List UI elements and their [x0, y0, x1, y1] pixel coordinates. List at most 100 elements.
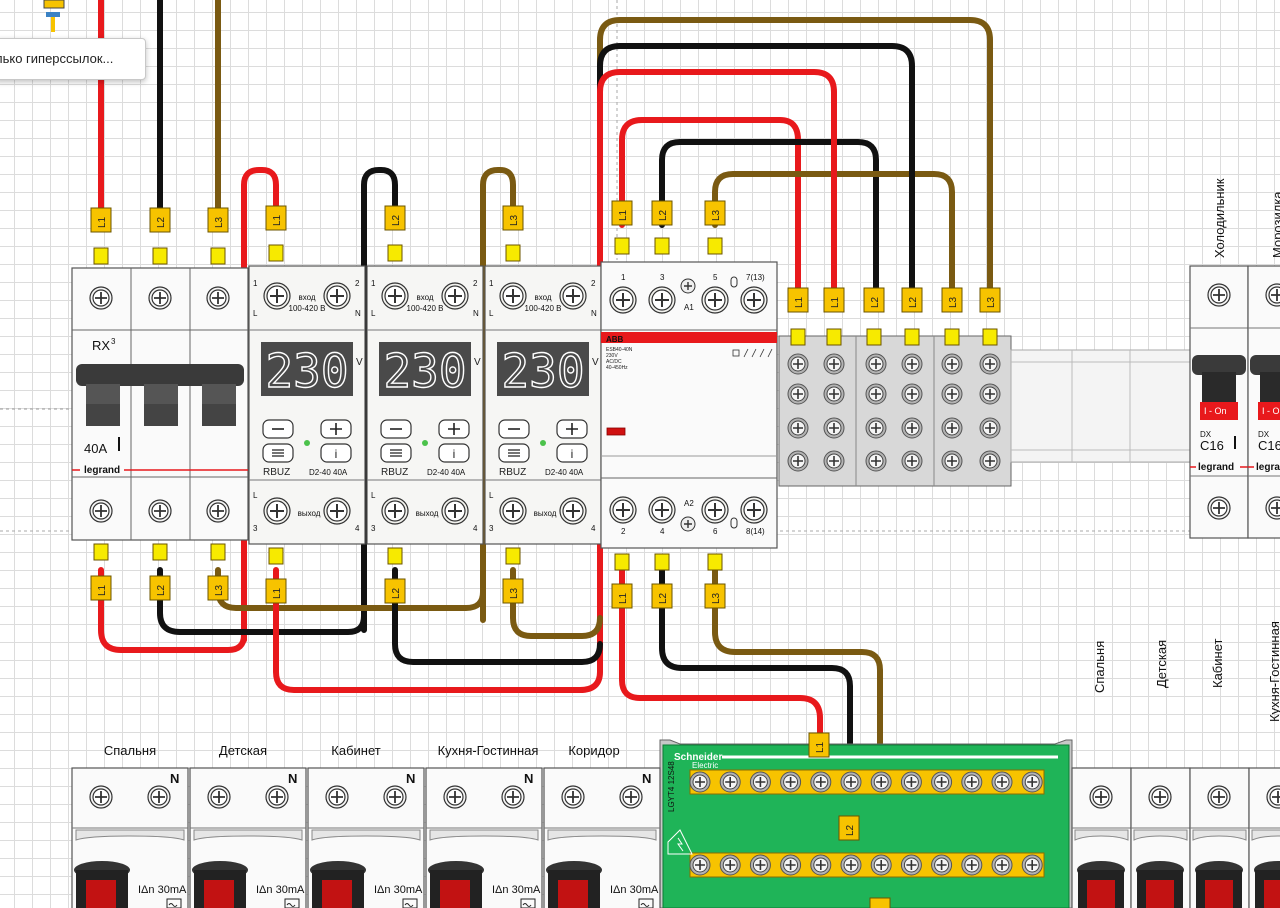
block-screw — [823, 450, 845, 472]
block-screw — [979, 417, 1001, 439]
block-screw — [941, 450, 963, 472]
distribution-block[interactable] — [778, 335, 1012, 487]
phase-tag-text: L3 — [986, 296, 997, 308]
tooltip-text: лько гиперссылок... — [0, 51, 114, 66]
wire-ferrule — [152, 543, 168, 561]
phase-tag-l2: L2 — [651, 200, 673, 226]
terminal-screw — [559, 282, 587, 310]
relay-t1: 1 — [489, 279, 494, 288]
block-screw — [941, 353, 963, 375]
breaker-maker: legrand — [84, 465, 120, 476]
contactor-bottom-term: 2 — [621, 527, 626, 536]
bus-screw — [689, 771, 711, 793]
relay-t3: 3 — [253, 524, 258, 533]
relay-term-l: L — [371, 491, 376, 500]
phase-tag-l2: L2 — [651, 583, 673, 609]
neutral-label: N — [524, 771, 533, 786]
relay-term-l: L — [489, 491, 494, 500]
info-icon: i — [453, 447, 456, 461]
bus-screw — [749, 771, 772, 793]
phase-tag-text: L3 — [711, 209, 722, 221]
wire-ferrule — [210, 543, 226, 561]
breaker-rx3[interactable]: RX 3 40A legrand — [71, 267, 249, 541]
wire-ferrule — [826, 328, 842, 346]
on-indicator — [1200, 402, 1238, 420]
bus-screw — [960, 771, 983, 793]
wire-ferrule — [790, 328, 806, 346]
relay-input-range: 100-420 В — [289, 304, 326, 313]
block-screw — [979, 383, 1001, 405]
phase-tag-l2: L2 — [149, 207, 171, 233]
wire-ferrule — [152, 247, 168, 265]
wire-ferrule — [866, 328, 882, 346]
terminal-screw — [441, 282, 469, 310]
bus-screw — [840, 854, 862, 876]
breaker-brand-sup: 3 — [111, 337, 116, 346]
block-screw — [901, 353, 923, 375]
bus-screw — [840, 771, 862, 793]
block-screw — [787, 450, 809, 472]
wire-ferrule — [654, 553, 670, 571]
relay-output-label: выход — [416, 509, 439, 518]
relay-term-n: N — [591, 309, 597, 318]
rcd-device-right[interactable] — [1130, 767, 1191, 908]
right-rcds[interactable] — [1071, 767, 1280, 908]
contactor-bottom-term: 6 — [713, 527, 718, 536]
rcd-device-right[interactable] — [1248, 767, 1280, 908]
info-icon: i — [335, 447, 338, 461]
neutral-label: N — [406, 771, 415, 786]
neutral-label: N — [642, 771, 651, 786]
rcd-rating: IΔn 30mA — [256, 884, 305, 896]
phase-tag-l3: L3 — [502, 578, 524, 604]
phase-tag-l3: L3 — [979, 287, 1001, 313]
block-screw — [823, 417, 845, 439]
phase-tag-l2: L2 — [384, 205, 406, 231]
phase-tag-l1: L1 — [265, 578, 287, 604]
bus-screw — [809, 854, 832, 876]
phase-tag-text: L1 — [618, 209, 629, 221]
busbar-code: LGYT4 12S48 — [667, 761, 676, 812]
bus-screw — [991, 854, 1013, 876]
rcd-device-right[interactable] — [1189, 767, 1250, 908]
relay-spec: D2-40 40A — [427, 468, 466, 477]
relay-model: RBUZ — [381, 467, 408, 478]
rcd-device-right[interactable] — [1071, 767, 1132, 908]
relay-info-button[interactable] — [320, 443, 352, 463]
busbar[interactable]: Schneider Electric LGYT4 12S48 — [659, 739, 1073, 908]
wire-ferrule — [904, 328, 920, 346]
phase-tag-text: L1 — [272, 587, 283, 599]
label-holodilnik: Холодильник — [1212, 178, 1227, 258]
relay-spec: D2-40 40A — [545, 468, 584, 477]
relay-t2: 2 — [591, 279, 596, 288]
bus-screw — [1021, 771, 1043, 793]
phase-tag-text: L3 — [711, 592, 722, 604]
wire-l1-ctr-in — [619, 117, 801, 303]
relay-display — [379, 342, 471, 396]
breaker-type: DX — [1258, 430, 1270, 439]
phase-tag-text: L1 — [97, 216, 108, 228]
bus-screw — [930, 771, 953, 793]
phase-tag-text: L2 — [391, 214, 402, 226]
relay-info-button[interactable] — [438, 443, 470, 463]
terminal-screw — [323, 497, 351, 525]
wire-ferrule — [614, 237, 630, 255]
wire-l3-to-bus — [712, 567, 883, 908]
wire-l2-breaker-out — [157, 567, 367, 635]
relay-info-button[interactable] — [556, 443, 588, 463]
contactor-brand: ABB — [606, 335, 624, 344]
